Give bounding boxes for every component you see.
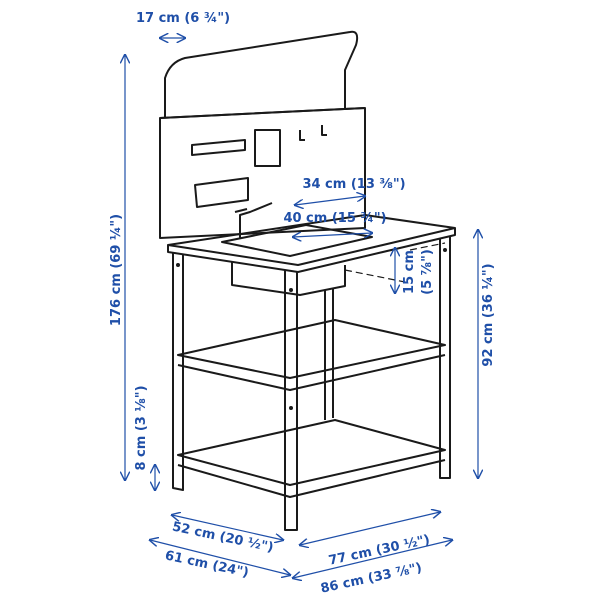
label-shelf-clearance: 8 cm (3 ⅛")	[134, 385, 149, 470]
basket	[194, 177, 249, 208]
label-inner-depth: 52 cm (20 ½")	[171, 520, 275, 556]
label-sink-height-in: (5 ⅞")	[420, 249, 435, 295]
faucet	[234, 202, 273, 238]
shelf-small	[191, 139, 246, 156]
container	[254, 129, 281, 167]
label-table-height: 92 cm (36 ¼")	[481, 263, 496, 366]
hooks	[299, 125, 327, 141]
label-total-depth: 61 cm (24")	[164, 548, 250, 580]
top-rail	[164, 30, 359, 118]
label-sink-depth: 34 cm (13 ⅜")	[302, 177, 405, 192]
label-rail-depth: 17 cm (6 ¾")	[136, 11, 230, 26]
label-sink-width: 40 cm (15 ¾")	[283, 211, 386, 226]
dimension-lines	[125, 38, 478, 578]
label-total-height: 176 cm (69 ¼")	[109, 214, 124, 326]
frame	[172, 236, 451, 531]
pegboard	[159, 107, 366, 239]
label-sink-height: 15 cm	[402, 250, 417, 294]
